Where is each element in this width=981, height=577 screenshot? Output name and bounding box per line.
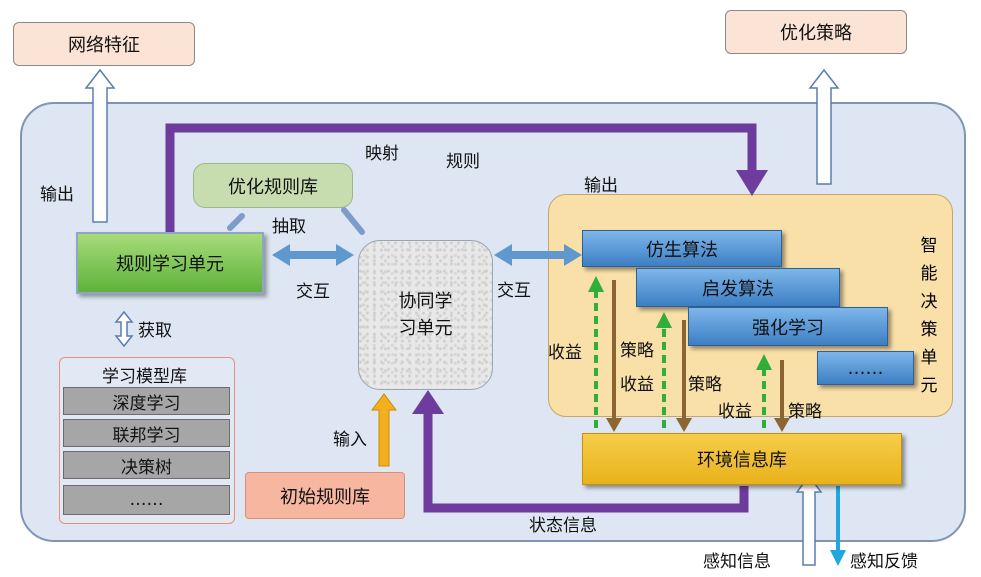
strategy-arrow-3 [774, 360, 790, 432]
vertical-char: 智 [920, 236, 938, 256]
learning-model-library: 学习模型库 深度学习 联邦学习 决策树 …… [59, 357, 235, 524]
strategy-label-3: 策略 [788, 402, 822, 422]
state-info-label: 状态信息 [529, 516, 597, 536]
network-features-box: 网络特征 [13, 22, 195, 66]
perception-feedback-label: 感知反馈 [850, 552, 918, 572]
algorithm-more-box: …… [817, 351, 914, 385]
output-right-label: 输出 [584, 176, 618, 196]
extract-arrow-left [227, 213, 245, 231]
state-info-arrowhead [412, 390, 444, 414]
strategy-arrow-2 [676, 320, 692, 432]
extract-label: 抽取 [272, 217, 306, 237]
acquire-label: 获取 [138, 321, 172, 341]
vertical-char: 单 [920, 348, 938, 368]
algorithm-bionic-box: 仿生算法 [582, 230, 782, 267]
mapping-rule-arrowhead [736, 170, 768, 196]
interact-right-label: 交互 [497, 281, 531, 301]
algorithm-heuristic-box: 启发算法 [636, 268, 840, 307]
vertical-char: 决 [920, 292, 938, 312]
state-info-arrow [423, 410, 749, 513]
output-left-arrow [84, 68, 116, 223]
output-left-label: 输出 [40, 185, 74, 205]
strategy-arrow-1 [606, 280, 622, 432]
reward-arrow-1 [588, 276, 604, 428]
algorithm-reinforcement-box: 强化学习 [688, 307, 888, 346]
reward-label-2: 收益 [620, 375, 654, 395]
extract-arrow-right [341, 207, 365, 235]
optimization-strategy-box: 优化策略 [725, 10, 907, 54]
mapping-rule-arrow [165, 123, 757, 232]
intelligent-decision-unit-label: 智 能 决 策 单 元 [918, 232, 940, 400]
perception-feedback-arrow [830, 486, 846, 566]
model-item-federated-learning: 联邦学习 [63, 419, 230, 447]
rule-learning-unit-box: 规则学习单元 [76, 232, 264, 294]
perception-info-label: 感知信息 [703, 552, 771, 572]
acquire-arrow [114, 310, 134, 348]
reward-arrow-3 [756, 354, 772, 428]
interact-left-arrow [272, 244, 354, 266]
interact-left-label: 交互 [296, 282, 330, 302]
mapping-label: 映射 [365, 144, 399, 164]
model-item-more: …… [63, 485, 230, 515]
environment-info-library-box: 环境信息库 [582, 433, 902, 485]
collaborative-learning-unit-box: 协同学 习单元 [358, 240, 493, 390]
reward-label-1: 收益 [548, 343, 582, 363]
output-right-arrow [808, 68, 840, 185]
model-library-title: 学习模型库 [102, 367, 187, 387]
input-arrow [371, 393, 397, 467]
interact-right-arrow [494, 244, 582, 266]
collaborative-unit-line1: 协同学 [398, 291, 453, 312]
model-item-deep-learning: 深度学习 [63, 387, 230, 415]
collaborative-unit-line2: 习单元 [398, 318, 453, 339]
vertical-char: 策 [920, 320, 938, 340]
strategy-label-1: 策略 [620, 341, 654, 361]
reward-label-3: 收益 [718, 402, 752, 422]
optimized-rule-library-box: 优化规则库 [193, 163, 353, 208]
initial-rule-library-box: 初始规则库 [245, 472, 405, 519]
vertical-char: 能 [920, 264, 938, 284]
rules-label: 规则 [446, 152, 480, 172]
reward-arrow-2 [656, 312, 672, 428]
perception-info-arrow [795, 474, 823, 566]
model-item-decision-tree: 决策树 [63, 451, 230, 479]
vertical-char: 元 [920, 376, 938, 396]
strategy-label-2: 策略 [688, 375, 722, 395]
input-label: 输入 [333, 430, 367, 450]
